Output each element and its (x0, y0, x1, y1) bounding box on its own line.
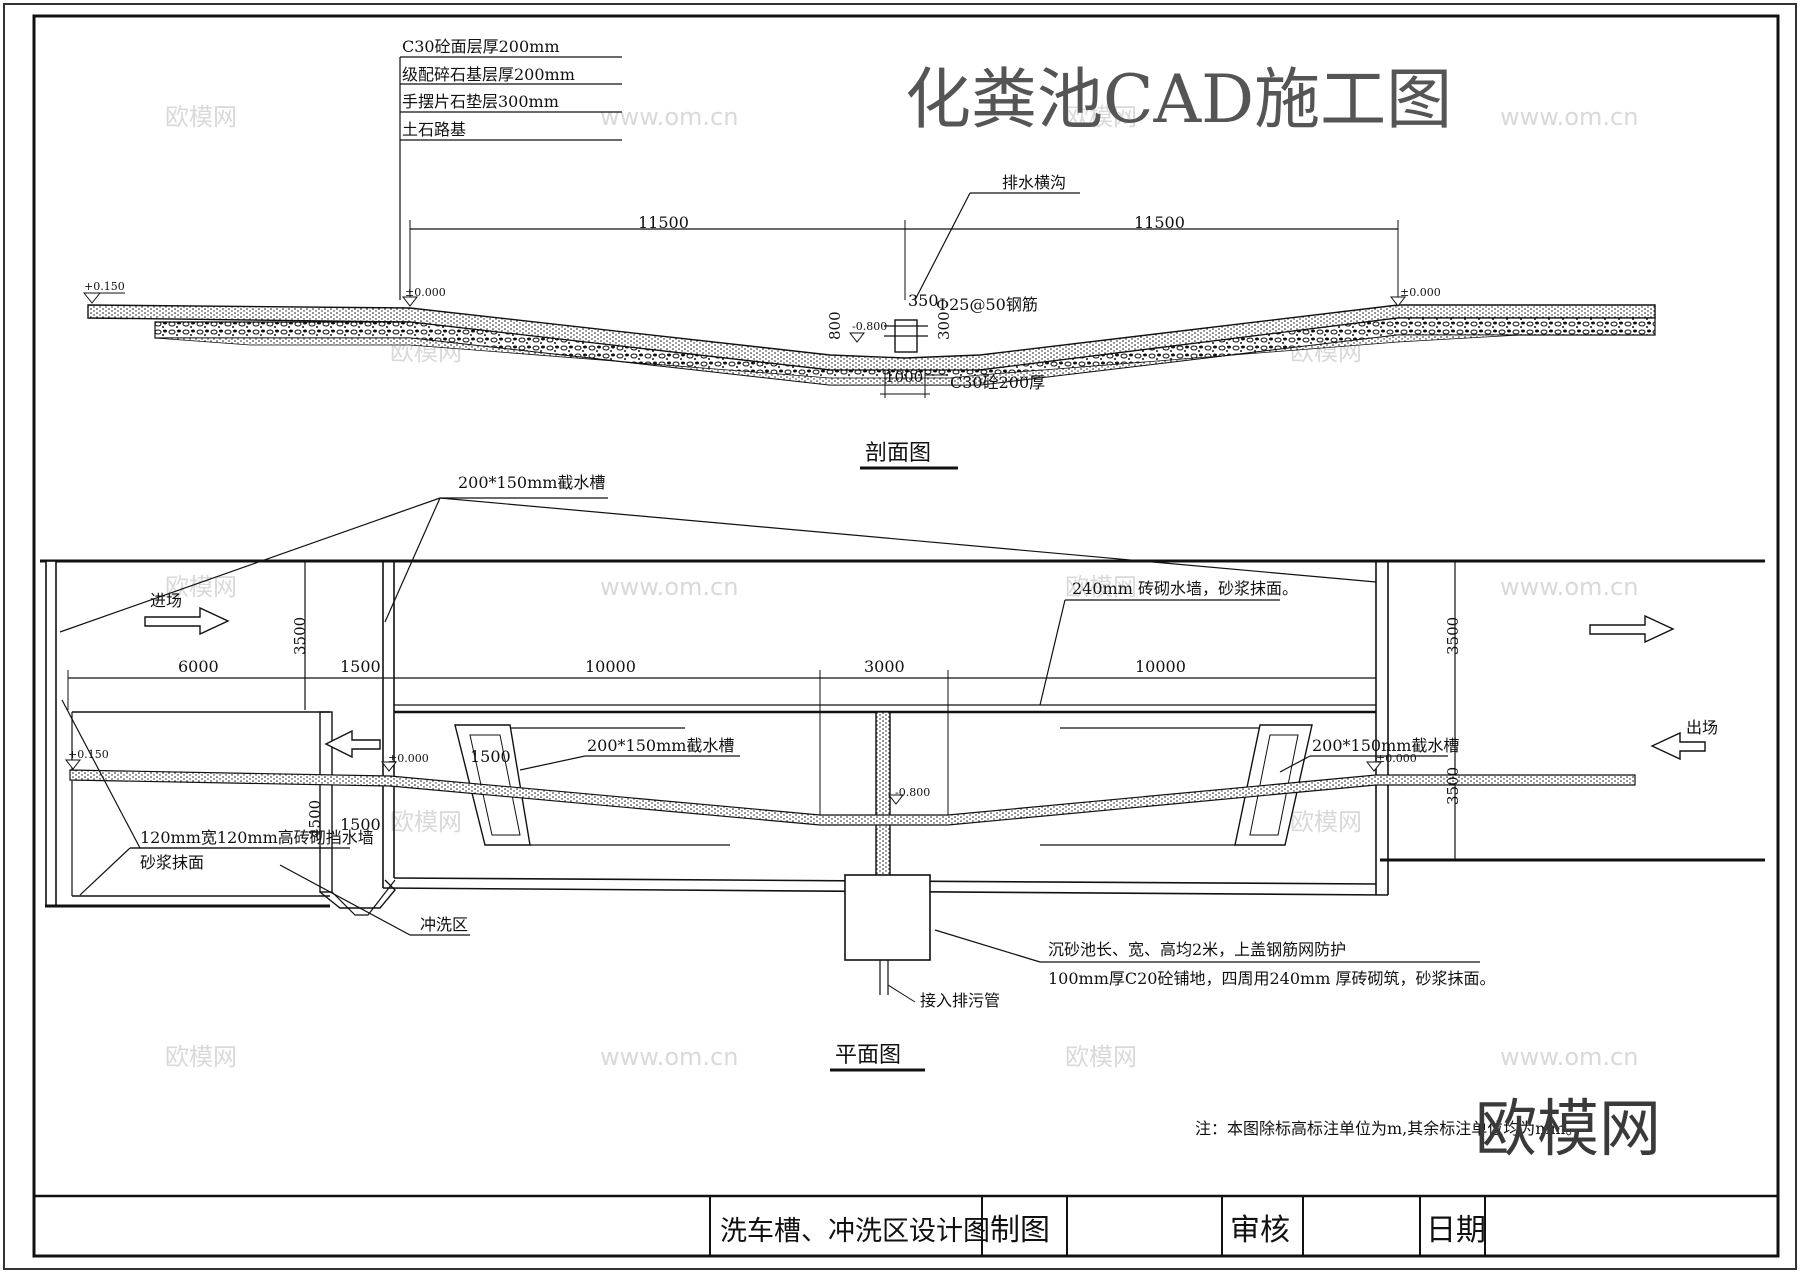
dim-800: 800 (826, 311, 844, 340)
layer-label: 土石路基 (402, 120, 466, 139)
sump-note-1: 沉砂池长、宽、高均2米，上盖钢筋网防护 (1048, 940, 1346, 959)
layer-label: 级配碎石基层厚200mm (402, 65, 575, 84)
dim-1000: 1000 (885, 368, 923, 386)
dim-3000: 3000 (864, 657, 905, 676)
drawing-border (32, 14, 1780, 1258)
exit-arrow-right-icon (1589, 614, 1675, 644)
dim-right: 11500 (1134, 213, 1185, 232)
dim-1500-a: 1500 (470, 747, 511, 766)
watermark-url: www.om.cn (600, 1043, 738, 1071)
watermarks: 欧模网 www.om.cn 欧模网 www.om.cn 欧模网 欧模网 欧模网 … (165, 103, 1638, 1071)
drawing-title: 洗车槽、冲洗区设计图 (720, 1216, 990, 1247)
plan-view: 200*150mm截水槽 (40, 473, 1765, 1072)
retaining-note-2: 砂浆抹面 (140, 853, 204, 872)
sump-note-2: 100mm厚C20砼铺地，四周用240mm 厚砖砌筑，砂浆抹面。 (1048, 969, 1495, 988)
brand-logo: 欧模网 (1475, 1092, 1661, 1165)
watermark-cn: 欧模网 (1065, 103, 1137, 131)
elev-right: ±0.000 (1400, 286, 1441, 299)
dim-350: 350 (908, 291, 939, 310)
wash-zone-label: 冲洗区 (420, 915, 468, 934)
watermark-cn: 欧模网 (165, 1043, 237, 1071)
plan-elev-outer: +0.150 (68, 748, 109, 761)
section-caption: 剖面图 (865, 441, 931, 466)
section-view: 排水横沟 11500 11500 1000 800 300 350 Φ25@50… (82, 173, 1656, 470)
sump-box (844, 874, 931, 961)
watermark-url: www.om.cn (600, 573, 738, 601)
watermark-url: www.om.cn (1500, 1043, 1638, 1071)
dim-3500-left: 3500 (291, 617, 309, 655)
plan-elev-right: ±0.000 (1376, 752, 1417, 765)
left-arrow-icon (324, 729, 381, 759)
drain-label: 排水横沟 (1002, 173, 1066, 192)
elev-outer: +0.150 (84, 280, 125, 293)
trough-top-label: 200*150mm截水槽 (458, 473, 605, 492)
watermark-url: www.om.cn (600, 103, 738, 131)
unit-note: 注：本图除标高标注单位为m,其余标注单位均为mm。 (1195, 1119, 1582, 1138)
trough-mid-label: 200*150mm截水槽 (587, 736, 734, 755)
plan-elev-center: -0.800 (895, 786, 930, 799)
date-label: 日期 (1426, 1213, 1486, 1248)
watermark-cn: 欧模网 (1065, 1043, 1137, 1071)
check-label: 审核 (1230, 1213, 1290, 1248)
watermark-cn: 欧模网 (390, 808, 462, 836)
watermark-url: www.om.cn (1500, 103, 1638, 131)
elev-center: -0.800 (852, 320, 887, 333)
dim-1500-b: 1500 (340, 815, 381, 834)
dim-3500-right: 3500 (1444, 617, 1462, 655)
sewer-label: 接入排污管 (920, 991, 1000, 1010)
dim-left: 11500 (638, 213, 689, 232)
dim-300: 300 (935, 311, 953, 340)
exit-arrow-icon (1650, 731, 1706, 761)
dim-3500-lower: 3500 (1444, 767, 1462, 805)
dim-10000-right: 10000 (1135, 657, 1186, 676)
watermark-cn: 欧模网 (165, 573, 237, 601)
elev-left: ±0.000 (405, 286, 446, 299)
layer-callout: C30砼面层厚200mm 级配碎石基层厚200mm 手摆片石垫层300mm 土石… (399, 37, 622, 300)
stone-layer (154, 334, 1521, 386)
title-block: 洗车槽、冲洗区设计图 制图 审核 日期 (34, 1194, 1778, 1256)
entry-arrow-icon (144, 606, 230, 636)
layer-label: C30砼面层厚200mm (402, 37, 560, 56)
exit-label: 出场 (1686, 718, 1718, 737)
retaining-note-1: 120mm宽120mm高砖砌挡水墙 (140, 828, 374, 847)
main-title: 化粪池CAD施工图 (905, 61, 1452, 138)
entry-label: 进场 (150, 591, 182, 610)
watermark-url: www.om.cn (1500, 573, 1638, 601)
trough-right-label: 200*150mm截水槽 (1312, 736, 1459, 755)
watermark-cn: 欧模网 (165, 103, 237, 131)
watermark-cn: 欧模网 (1290, 808, 1362, 836)
layer-label: 手摆片石垫层300mm (402, 92, 559, 111)
dim-10000-left: 10000 (585, 657, 636, 676)
dim-1500: 1500 (340, 657, 381, 676)
dim-4500: 4500 (306, 800, 324, 838)
watermark-cn: 欧模网 (1065, 573, 1137, 601)
plan-caption: 平面图 (835, 1043, 901, 1068)
drawn-label: 制图 (990, 1213, 1050, 1248)
plan-elev-left: ±0.000 (388, 752, 429, 765)
wall-note: 240mm 砖砌水墙，砂浆抹面。 (1072, 579, 1298, 598)
c30-label: C30砼200厚 (950, 373, 1045, 392)
dim-6000: 6000 (178, 657, 219, 676)
rebar-label: Φ25@50钢筋 (936, 295, 1038, 314)
